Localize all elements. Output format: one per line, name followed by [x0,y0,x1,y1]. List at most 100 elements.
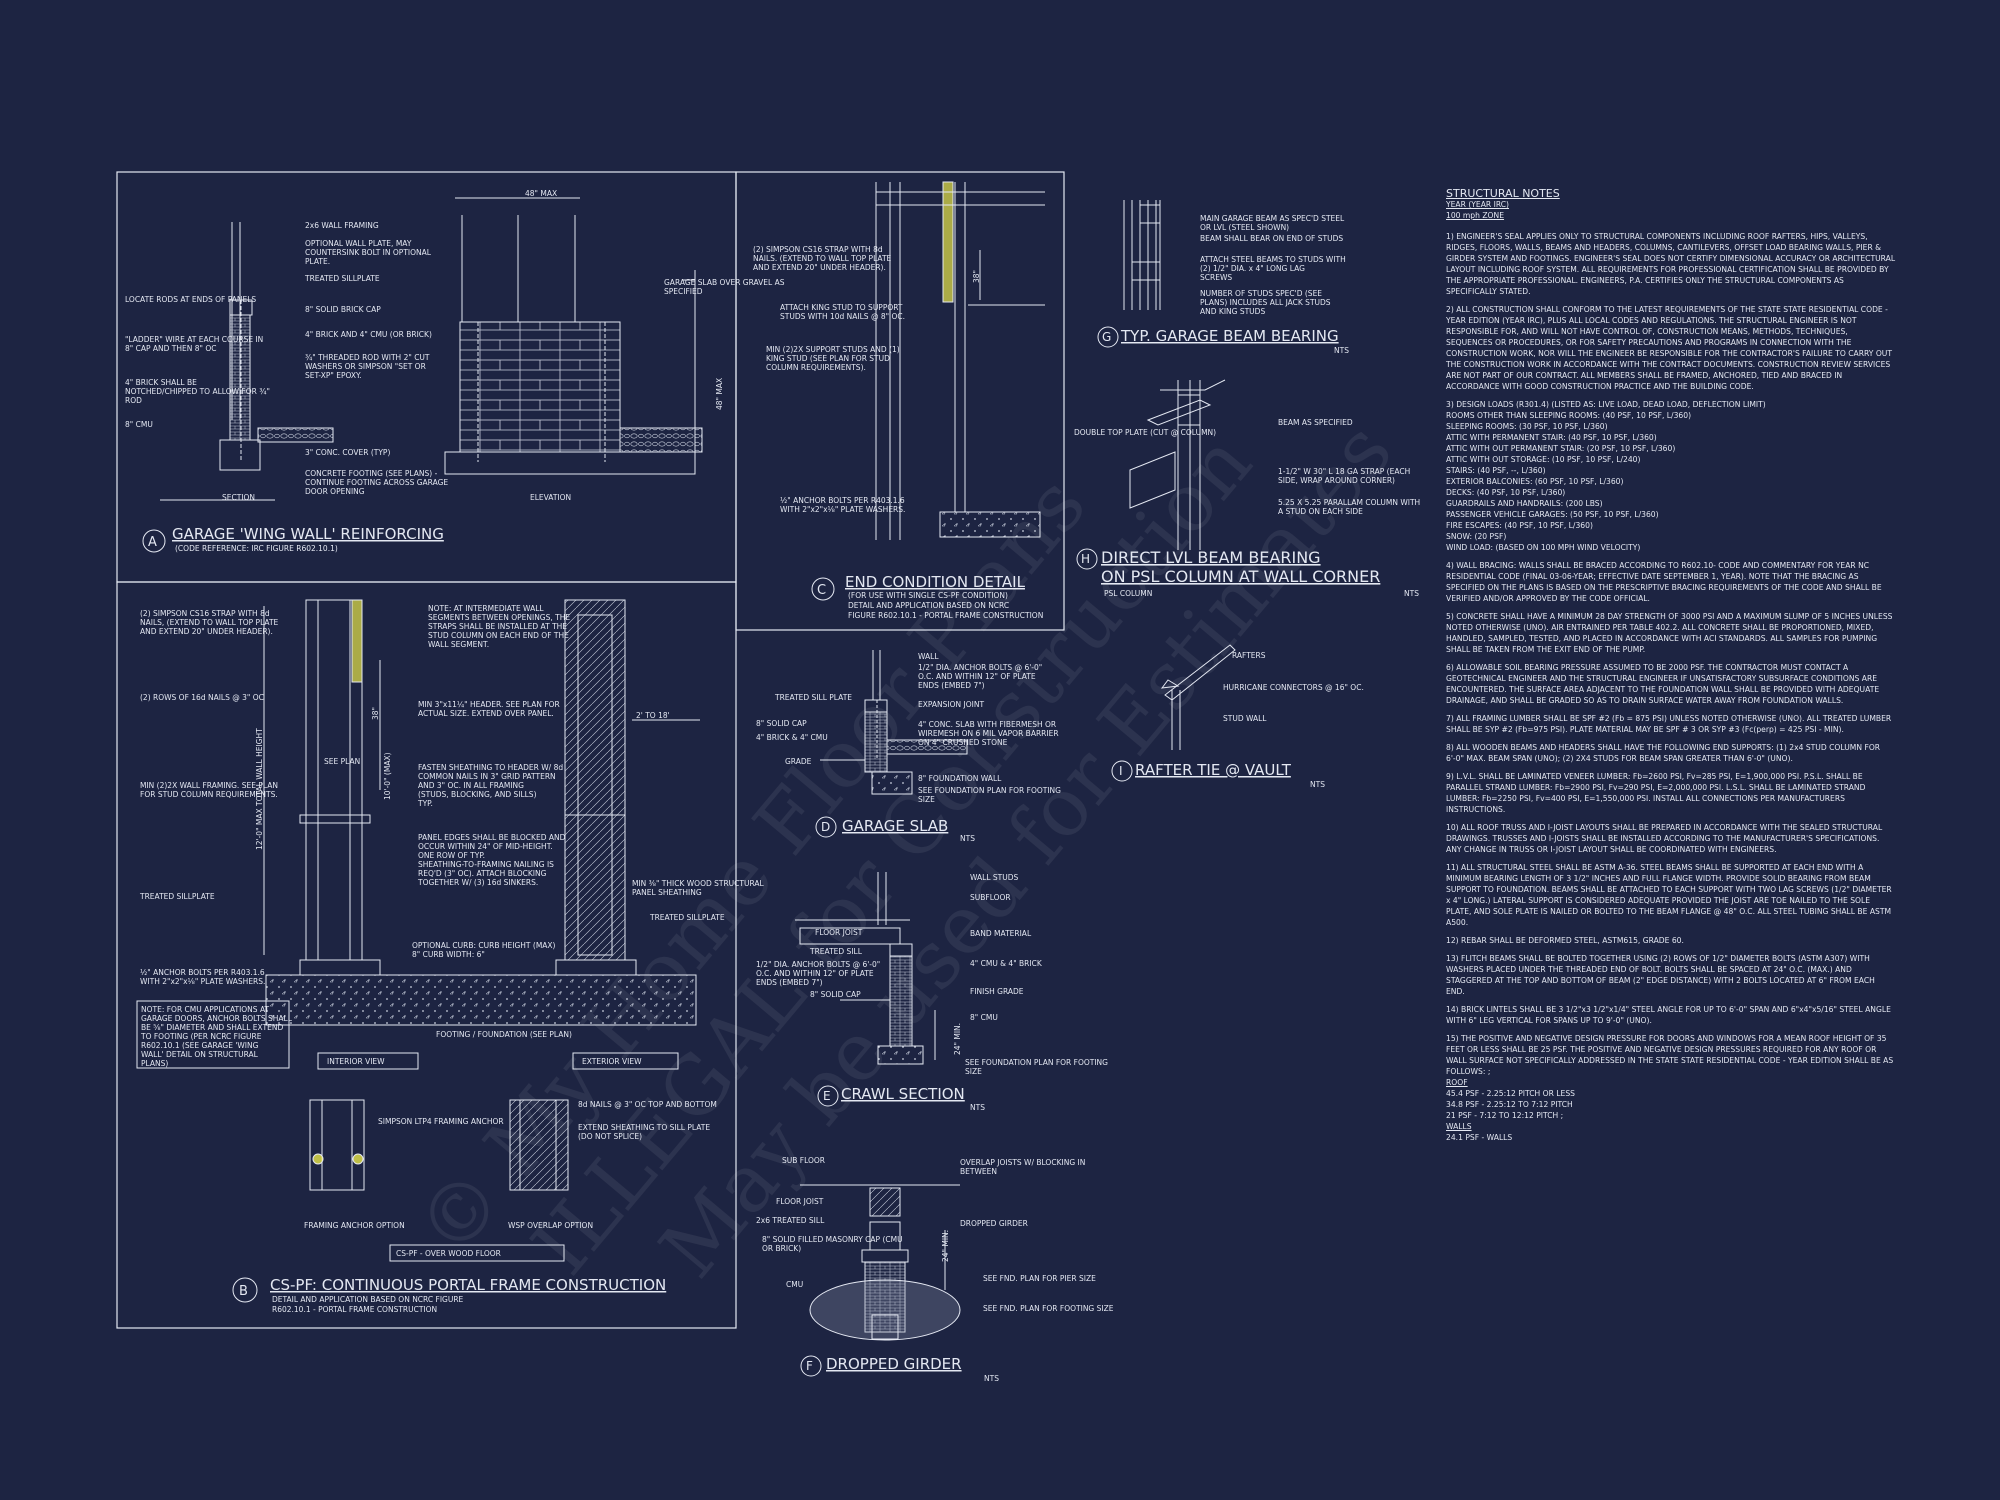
detail-f [800,1184,961,1341]
walls-line: 24.1 PSF - WALLS [1446,1133,1513,1142]
e-callout-anchor: 1/2" DIA. ANCHOR BOLTS @ 6'-0"O.C. AND W… [756,960,880,987]
notes-zone: 100 mph ZONE [1446,211,1505,220]
b-callout-footing: FOOTING / FOUNDATION (SEE PLAN) [436,1030,572,1039]
c-strap-highlight [942,181,954,303]
e-callout-cmu8: 8" CMU [970,1013,998,1022]
detail-g-letter: G [1102,330,1111,344]
e-callout-grade: FINISH GRADE [970,987,1024,996]
detail-e-bubble [817,1085,839,1107]
e-callout-floor-joist: FLOOR JOIST [815,928,863,937]
detail-b [136,599,700,1262]
detail-e [795,872,936,1065]
b-callout-extend-sheathing: EXTEND SHEATHING TO SILL PLATE(DO NOT SP… [578,1123,710,1141]
e-callout-treated: TREATED SILL [809,947,863,956]
detail-a-letter: A [148,535,157,550]
detail-h-sub: PSL COLUMN [1104,589,1152,598]
anchor-highlight-right [352,1153,364,1165]
e-callout-cmu4: 4" CMU & 4" BRICK [970,959,1043,968]
interior-view-label: INTERIOR VIEW [327,1057,385,1066]
note-11: 11) ALL STRUCTURAL STEEL SHALL BE ASTM A… [1446,863,1892,927]
exterior-view-label: EXTERIOR VIEW [582,1057,642,1066]
h-callout-beam: BEAM AS SPECIFIED [1278,418,1353,427]
structural-notes: STRUCTURAL NOTES YEAR (YEAR IRC) 100 mph… [1446,188,1896,1143]
detail-h-title-2: ON PSL COLUMN AT WALL CORNER [1101,567,1380,586]
b-see-plan: SEE PLAN [324,757,360,766]
f-callout-sub-floor: SUB FLOOR [782,1156,825,1165]
panel-frames [116,171,1065,1329]
b-callout-curb: OPTIONAL CURB: CURB HEIGHT (MAX)8" CURB … [412,941,556,959]
load-item: GUARDRAILS AND HANDRAILS: (200 LBS) [1446,499,1603,508]
i-callout-hurricane: HURRICANE CONNECTORS @ 16" OC. [1223,683,1364,692]
dim-48-max-vertical: 48" MAX [715,378,724,410]
note-6: 6) ALLOWABLE SOIL BEARING PRESSURE ASSUM… [1446,663,1880,705]
note-13: 13) FLITCH BEAMS SHALL BE BOLTED TOGETHE… [1446,954,1875,996]
detail-g-title: TYP. GARAGE BEAM BEARING [1120,327,1339,345]
detail-d [820,650,968,795]
detail-c-bubble [811,577,835,601]
detail-g-nts: NTS [1334,346,1349,355]
detail-h-letter: H [1081,552,1090,566]
detail-c-letter: C [817,583,826,598]
roof-line: 34.8 PSF - 2.25:12 TO 7:12 PITCH [1446,1100,1573,1109]
load-item: SLEEPING ROOMS: (30 PSF, 10 PSF, L/360) [1446,422,1608,431]
g-callout-bear: BEAM SHALL BEAR ON END OF STUDS [1200,234,1343,243]
detail-i-letter: I [1119,764,1123,778]
d-callout-grade: GRADE [785,757,812,766]
load-item: PASSENGER VEHICLE GARAGES: (50 PSF, 10 P… [1446,510,1659,519]
elevation-label: ELEVATION [530,493,571,502]
b-dim-10: 10'-0" (MAX) [383,752,392,800]
detail-i-nts: NTS [1310,780,1325,789]
note-12: 12) REBAR SHALL BE DEFORMED STEEL, ASTM6… [1446,936,1684,945]
wsp-overlap-label: WSP OVERLAP OPTION [508,1221,593,1230]
detail-e-letter: E [823,1089,831,1103]
note-14: 14) BRICK LINTELS SHALL BE 3 1/2"x3 1/2"… [1446,1005,1891,1025]
detail-f-letter: F [806,1359,813,1373]
callout-treated-sill: TREATED SILLPLATE [304,274,380,283]
d-callout-wall: WALL [918,652,939,661]
detail-b-letter: B [239,1284,248,1299]
e-callout-wall-studs: WALL STUDS [970,873,1018,882]
framing-anchor-label: FRAMING ANCHOR OPTION [304,1221,405,1230]
load-item: ATTIC WITH OUT STORAGE: (10 PSF, 10 PSF,… [1446,455,1641,464]
detail-c-title: END CONDITION DETAIL [845,573,1026,591]
e-callout-band: BAND MATERIAL [970,929,1032,938]
detail-f-title: DROPPED GIRDER [826,1355,962,1373]
anchor-highlight-left [312,1153,324,1165]
detail-d-nts: NTS [960,834,975,843]
note-7: 7) ALL FRAMING LUMBER SHALL BE SPF #2 (F… [1446,714,1892,734]
load-item: STAIRS: (40 PSF, --, L/360) [1446,466,1546,475]
detail-h [1129,379,1226,550]
detail-g [1123,200,1161,310]
b-callout-wsp-top: 8d NAILS @ 3" OC TOP AND BOTTOM [578,1100,717,1109]
f-callout-cmu: CMU [786,1280,803,1289]
roof-line: 45.4 PSF - 2.25:12 PITCH OR LESS [1446,1089,1575,1098]
note-8: 8) ALL WOODEN BEAMS AND HEADERS SHALL HA… [1446,743,1881,763]
i-callout-stud-wall: STUD WALL [1223,714,1267,723]
detail-a [160,197,703,501]
b-dim-38: 38" [371,707,380,720]
detail-a-title: GARAGE 'WING WALL' REINFORCING [172,525,444,543]
f-dim-24: 24" MIN. [941,1230,950,1262]
over-wood-floor-label: CS-PF - OVER WOOD FLOOR [396,1249,501,1258]
callout-solid-cap: 8" SOLID BRICK CAP [305,305,381,314]
detail-b-title: CS-PF: CONTINUOUS PORTAL FRAME CONSTRUCT… [270,1276,666,1294]
b-callout-treated-sill-ext: TREATED SILLPLATE [649,913,725,922]
callout-cmu-8: 8" CMU [125,420,153,429]
section-label: SECTION [222,493,255,502]
